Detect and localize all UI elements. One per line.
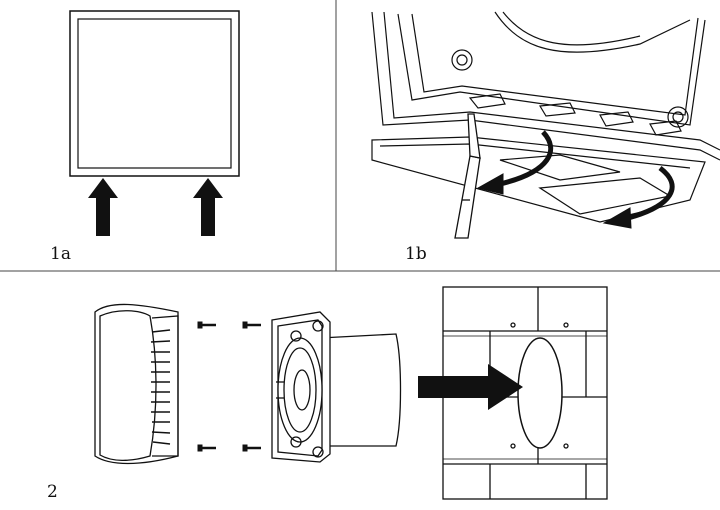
panel-label-2: 2 (47, 482, 58, 502)
panel-dividers (0, 0, 720, 272)
panel-2-wall (442, 286, 608, 500)
panel-2-front-cover (94, 303, 179, 465)
panel-1b-lever-arrows (476, 130, 675, 229)
panel-2-insert-arrow (418, 364, 523, 410)
panel-2-screws (197, 321, 261, 452)
panel-label-1b: 1b (405, 244, 427, 264)
panel-1a-cover (69, 10, 240, 177)
panel-1b-cover-removal (371, 11, 720, 223)
panel-2-fan-housing (271, 311, 402, 463)
panel-label-1a: 1a (50, 244, 71, 264)
panel-2-cover-grille (150, 329, 171, 445)
panel-1a-push-arrows (88, 178, 223, 236)
panel-1b-screwdriver (454, 113, 481, 239)
